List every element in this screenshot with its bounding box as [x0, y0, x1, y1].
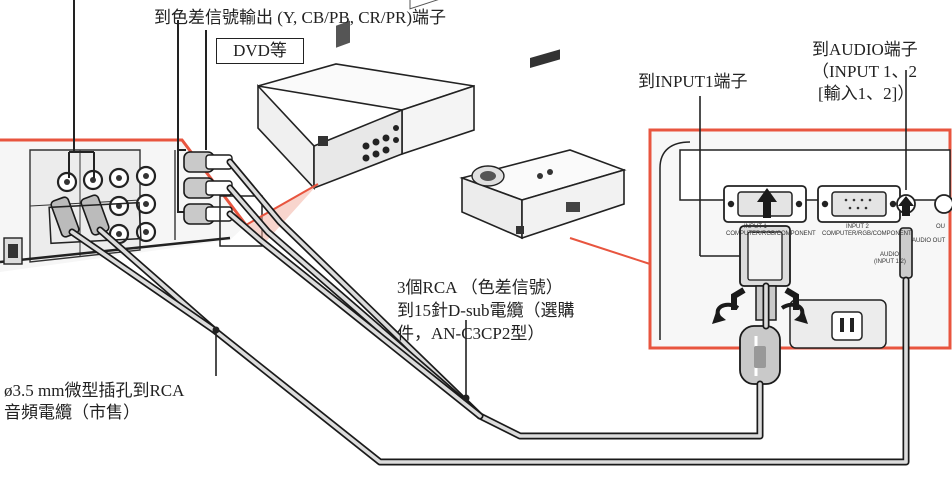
component-output-label: 到色差信號輸出 (Y, CB/PB, CR/PR)端子	[154, 8, 447, 27]
component-cable	[226, 158, 770, 440]
rca-cable-label-2: 到15針D-sub電纜（選購	[397, 301, 575, 320]
input2-port-sublabel: COMPUTER/RGB/COMPONENT	[822, 231, 912, 237]
audio-terminal-label-3: [輸入1、2]）	[818, 84, 915, 103]
projector-panel-zoom	[648, 70, 952, 350]
ferrite-core	[739, 325, 781, 385]
audio-cable	[68, 226, 910, 466]
rca-cable-label-3: 件，AN-C3CP2型）	[397, 324, 545, 343]
input1-port-sublabel: COMPUTER/RGB/COMPONENT	[726, 231, 816, 237]
dvd-device-label: DVD等	[216, 38, 304, 64]
audio-cable-label-1: ø3.5 mm微型插孔到RCA	[4, 381, 185, 400]
audio-terminal-label-1: 到AUDIO端子	[812, 40, 918, 59]
audio-cable-label-2: 音頻電纜（市售）	[4, 403, 140, 422]
rca-cable-label-1: 3個RCA （色差信號）	[397, 278, 563, 297]
audio-in-label: AUDIO	[880, 252, 900, 258]
input1-port-label: INPUT 1	[744, 224, 767, 230]
source-panel-zoom	[0, 0, 263, 272]
dvd-player-illustration	[257, 0, 475, 191]
audio-in-sublabel: (INPUT 1,2)	[874, 259, 906, 265]
input2-port-label: INPUT 2	[846, 224, 869, 230]
audio-terminal-label-2: （INPUT 1、2	[812, 62, 917, 81]
projector-illustration	[459, 49, 627, 240]
audio-out-partial-label: AUDIO OUT	[912, 238, 946, 244]
input1-terminal-label: 到INPUT1端子	[638, 72, 748, 91]
output-partial-label: OU	[936, 224, 945, 230]
